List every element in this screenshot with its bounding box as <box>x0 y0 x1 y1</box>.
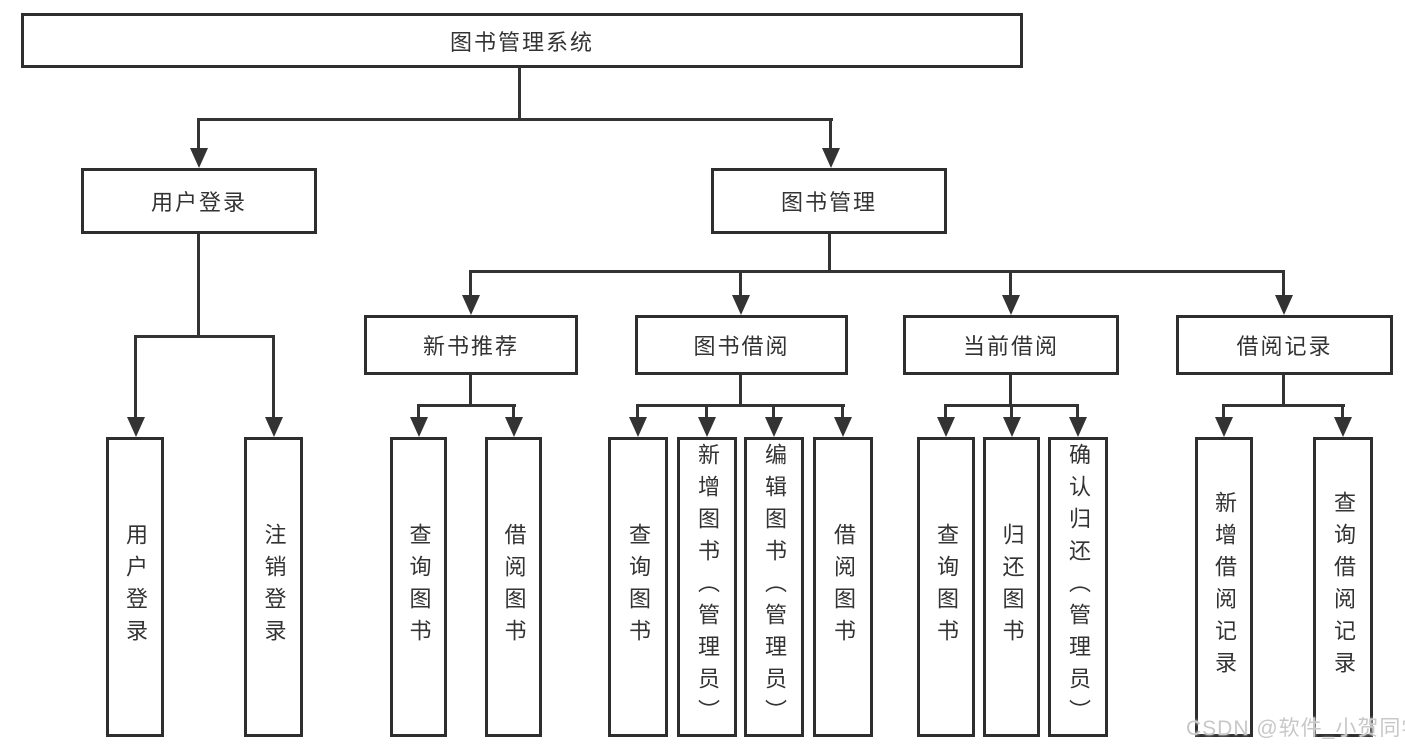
node-label: 确认归还（管理员） <box>1066 443 1091 731</box>
connector-line <box>829 120 832 150</box>
connector-line <box>469 270 1285 273</box>
arrowhead-icon <box>698 417 716 437</box>
node-library-management-system: 图书管理系统 <box>21 13 1023 68</box>
arrowhead-icon <box>1275 295 1293 315</box>
node-label: 查询图书 <box>626 523 651 651</box>
node-label: 查询图书 <box>406 523 432 651</box>
node-label: 查询图书 <box>934 523 959 651</box>
node-book-management: 图书管理 <box>711 168 947 234</box>
arrowhead-icon <box>505 417 523 437</box>
arrowhead-icon <box>462 295 480 315</box>
arrowhead-icon <box>937 417 955 437</box>
connector-line <box>134 335 275 338</box>
arrowhead-icon <box>629 417 647 437</box>
connector-line <box>944 406 947 418</box>
connector-line <box>469 272 472 297</box>
arrowhead-icon <box>410 417 428 437</box>
connector-line <box>1282 375 1285 406</box>
node-label: 借阅图书 <box>831 523 856 651</box>
node-bb-add-books-admin: 新增图书（管理员） <box>677 437 737 737</box>
arrowhead-icon <box>732 295 750 315</box>
node-bb-borrow-books: 借阅图书 <box>813 437 873 737</box>
arrowhead-icon <box>822 148 840 168</box>
connector-line <box>841 406 844 418</box>
node-label: 当前借阅 <box>962 334 1059 359</box>
arrowhead-icon <box>1003 417 1021 437</box>
node-label: 图书借阅 <box>693 334 790 359</box>
connector-line <box>1010 406 1013 418</box>
node-new-book-recommendation: 新书推荐 <box>364 315 578 375</box>
connector-line <box>828 233 831 272</box>
node-br-add-borrow-record: 新增借阅记录 <box>1195 437 1253 737</box>
node-nbr-borrow-books: 借阅图书 <box>485 437 542 737</box>
connector-line <box>134 337 137 417</box>
connector-line <box>636 406 639 418</box>
node-logout: 注销登录 <box>244 437 303 737</box>
arrowhead-icon <box>1002 295 1020 315</box>
arrowhead-icon <box>1334 417 1352 437</box>
connector-line <box>197 233 200 337</box>
node-label: 新书推荐 <box>422 334 519 359</box>
connector-line <box>417 406 420 418</box>
node-label: 新增图书（管理员） <box>695 443 720 731</box>
connector-line <box>1282 272 1285 297</box>
node-label: 归还图书 <box>999 523 1025 651</box>
node-label: 查询借阅记录 <box>1331 491 1356 683</box>
arrowhead-icon <box>127 417 145 437</box>
node-user-login-group: 用户登录 <box>81 168 317 234</box>
connector-line <box>636 404 845 407</box>
arrowhead-icon <box>1069 417 1087 437</box>
node-label: 用户登录 <box>123 523 148 651</box>
node-cb-return-books: 归还图书 <box>983 437 1040 737</box>
node-label: 编辑图书（管理员） <box>762 443 787 731</box>
connector-line <box>197 118 833 121</box>
connector-line <box>739 375 742 406</box>
node-book-borrowing: 图书借阅 <box>635 315 848 375</box>
arrowhead-icon <box>190 148 208 168</box>
connector-line <box>518 67 521 119</box>
connector-line <box>739 272 742 297</box>
node-label: 注销登录 <box>261 523 287 651</box>
connector-line <box>705 406 708 418</box>
connector-line <box>512 406 515 418</box>
node-label: 借阅记录 <box>1236 334 1333 359</box>
connector-line <box>1222 404 1345 407</box>
connector-line <box>1009 272 1012 297</box>
connector-line <box>1222 406 1225 418</box>
node-bb-edit-books-admin: 编辑图书（管理员） <box>744 437 804 737</box>
connector-line <box>1341 406 1344 418</box>
node-nbr-query-books: 查询图书 <box>390 437 447 737</box>
connector-line <box>272 337 275 417</box>
node-label: 新增借阅记录 <box>1212 491 1237 683</box>
connector-line <box>469 375 472 406</box>
node-bb-query-books: 查询图书 <box>608 437 668 737</box>
node-user-login: 用户登录 <box>106 437 164 737</box>
arrowhead-icon <box>1215 417 1233 437</box>
connector-line <box>197 120 200 150</box>
node-label: 借阅图书 <box>501 523 527 651</box>
node-cb-query-books: 查询图书 <box>917 437 975 737</box>
node-cb-confirm-return-admin: 确认归还（管理员） <box>1048 437 1108 737</box>
arrowhead-icon <box>265 417 283 437</box>
arrowhead-icon <box>765 417 783 437</box>
node-label: 图书管理 <box>780 190 877 215</box>
connector-line <box>772 406 775 418</box>
connector-line <box>417 404 516 407</box>
node-label: 图书管理系统 <box>449 29 594 55</box>
node-label: 用户登录 <box>150 190 247 215</box>
node-br-query-borrow-record: 查询借阅记录 <box>1313 437 1373 737</box>
csdn-watermark: CSDN @软件_小贺同学 <box>1186 717 1405 740</box>
node-current-borrowing: 当前借阅 <box>903 315 1119 375</box>
connector-line <box>1076 406 1079 418</box>
arrowhead-icon <box>834 417 852 437</box>
node-borrowing-records: 借阅记录 <box>1176 315 1393 375</box>
connector-line <box>1009 375 1012 406</box>
connector-line <box>944 404 1079 407</box>
